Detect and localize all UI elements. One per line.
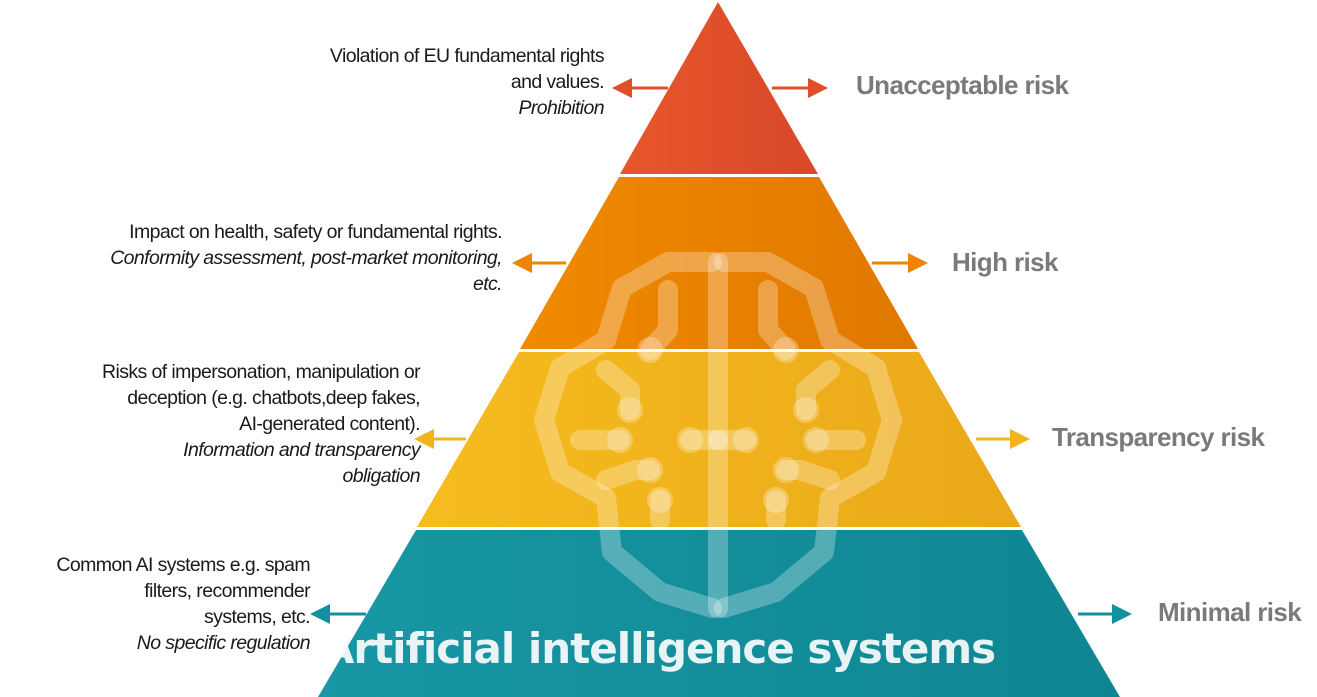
measure-line: etc. xyxy=(472,273,503,295)
arrow-right-transparency xyxy=(976,429,1030,449)
description-line: Violation of EU fundamental rights xyxy=(329,45,605,67)
tier-description-unacceptable: Violation of EU fundamental rights and v… xyxy=(329,43,605,121)
measure-line: No specific regulation xyxy=(136,632,311,654)
arrow-left-minimal xyxy=(310,604,366,624)
tier-description-minimal: Common AI systems e.g. spam filters, rec… xyxy=(56,552,310,656)
tier-unacceptable xyxy=(620,2,818,174)
tier-description-high: Impact on health, safety or fundamental … xyxy=(110,219,502,297)
description-line: Common AI systems e.g. spam xyxy=(56,554,310,576)
description-line: Risks of impersonation, manipulation or xyxy=(101,361,421,383)
measure-line: Information and transparency xyxy=(183,439,420,461)
description-line: and values. xyxy=(510,71,605,93)
description-line: systems, etc. xyxy=(204,606,311,628)
arrow-right-unacceptable xyxy=(772,78,828,98)
arrow-left-unacceptable xyxy=(612,78,668,98)
arrow-left-high xyxy=(512,253,566,273)
measure-line: Conformity assessment, post-market monit… xyxy=(110,247,502,269)
tier-label-minimal: Minimal risk xyxy=(1158,597,1302,627)
tier-high xyxy=(520,177,918,349)
arrow-right-minimal xyxy=(1078,604,1132,624)
tier-label-unacceptable: Unacceptable risk xyxy=(856,70,1069,100)
circuit-nodes xyxy=(607,337,829,513)
tier-label-high: High risk xyxy=(952,247,1058,277)
description-line: AI-generated content). xyxy=(239,413,420,435)
arrow-left-transparency xyxy=(414,429,466,449)
measure-line: obligation xyxy=(342,465,421,487)
description-line: filters, recommender xyxy=(144,580,310,602)
measure-line: Prohibition xyxy=(518,97,604,119)
brain-circuit-icon xyxy=(534,252,902,618)
tier-transparency xyxy=(417,352,1021,527)
description-line: deception (e.g. chatbots,deep fakes, xyxy=(127,387,420,409)
tier-minimal xyxy=(318,530,1120,697)
base-title: Artificial intelligence systems xyxy=(321,624,996,673)
arrow-right-high xyxy=(872,253,928,273)
tier-label-transparency: Transparency risk xyxy=(1052,422,1265,452)
tier-description-transparency: Risks of impersonation, manipulation or … xyxy=(101,359,421,489)
description-line: Impact on health, safety or fundamental … xyxy=(129,221,502,243)
